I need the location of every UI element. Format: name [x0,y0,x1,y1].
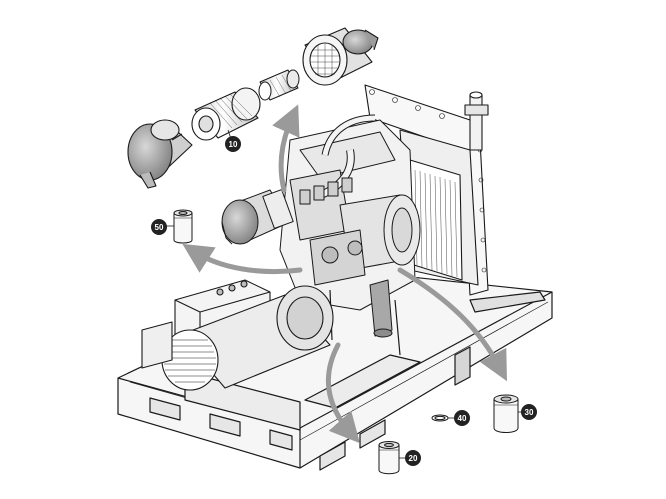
alternator [141,279,334,391]
callout-label: 50 [155,223,164,232]
air-filter-housing [127,119,193,189]
safety-filter-element [258,69,300,101]
callout-label: 30 [525,408,534,417]
engine-block [279,114,421,356]
callout-40[interactable]: 40 [448,410,470,426]
radiator-frame [364,84,489,296]
fuel-filter-icon [173,209,193,244]
o-ring-icon [431,414,449,422]
air-filter-element [191,87,261,141]
arrow-to-fuel-filter-50 [182,243,303,275]
arrow-to-air-filter [272,104,300,193]
callout-20[interactable]: 20 [399,450,421,466]
removal-arrows [182,104,507,444]
pre-cleaner-housing [302,27,379,86]
callout-label: 20 [409,454,418,463]
callout-30[interactable]: 30 [518,404,537,420]
callout-10[interactable]: 10 [225,129,241,152]
arrow-to-oil-filter-20 [325,342,360,444]
arrow-to-filter-30 [397,267,507,382]
oil-filter-icon [378,441,400,475]
callout-label: 10 [229,140,238,149]
callout-50[interactable]: 50 [151,219,174,235]
mounted-air-filter [221,189,294,245]
callout-label: 40 [458,414,467,423]
secondary-fuel-filter-icon [493,394,519,433]
